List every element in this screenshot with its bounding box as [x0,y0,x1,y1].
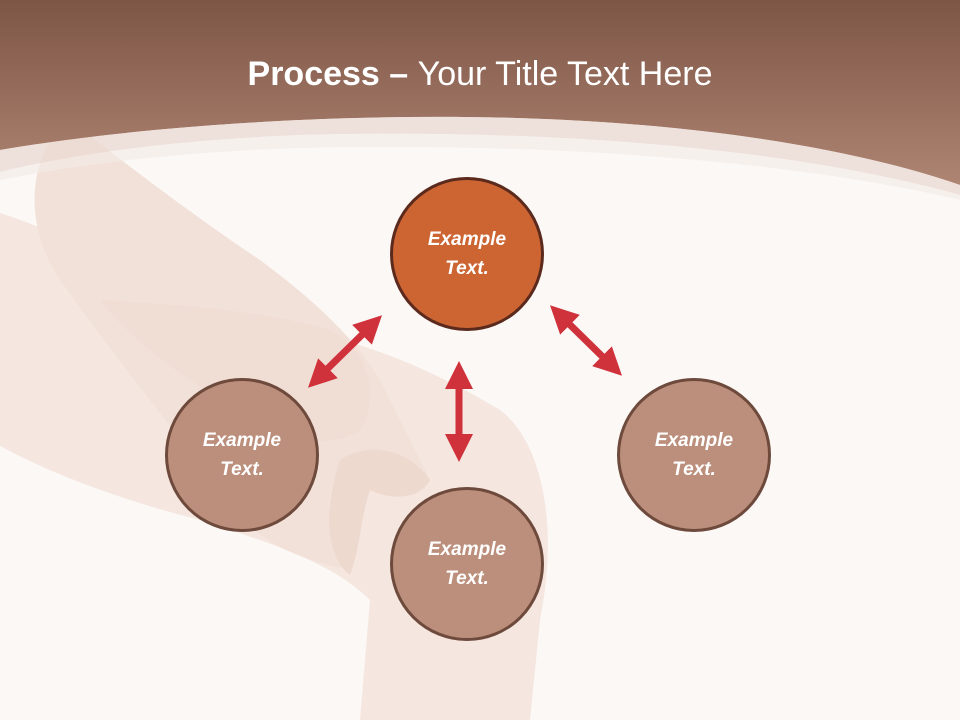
node-top: Example Text. [390,177,544,331]
double-arrow-top-left [308,315,382,388]
node-left-label: Example Text. [202,430,282,480]
header-band [0,0,960,185]
title-bold: Process [247,55,380,93]
node-left: Example Text. [165,378,319,532]
node-right-label: Example Text. [654,430,734,480]
node-right: Example Text. [617,378,771,532]
title-separator: – [379,55,418,93]
slide-title: Process – Your Title Text Here [0,52,960,96]
double-arrow-top-right [550,305,622,376]
title-rest: Your Title Text Here [417,55,713,93]
node-bottom-label: Example Text. [427,539,507,589]
header-swoosh [0,116,960,195]
node-bottom: Example Text. [390,487,544,641]
node-top-label: Example Text. [427,229,507,279]
